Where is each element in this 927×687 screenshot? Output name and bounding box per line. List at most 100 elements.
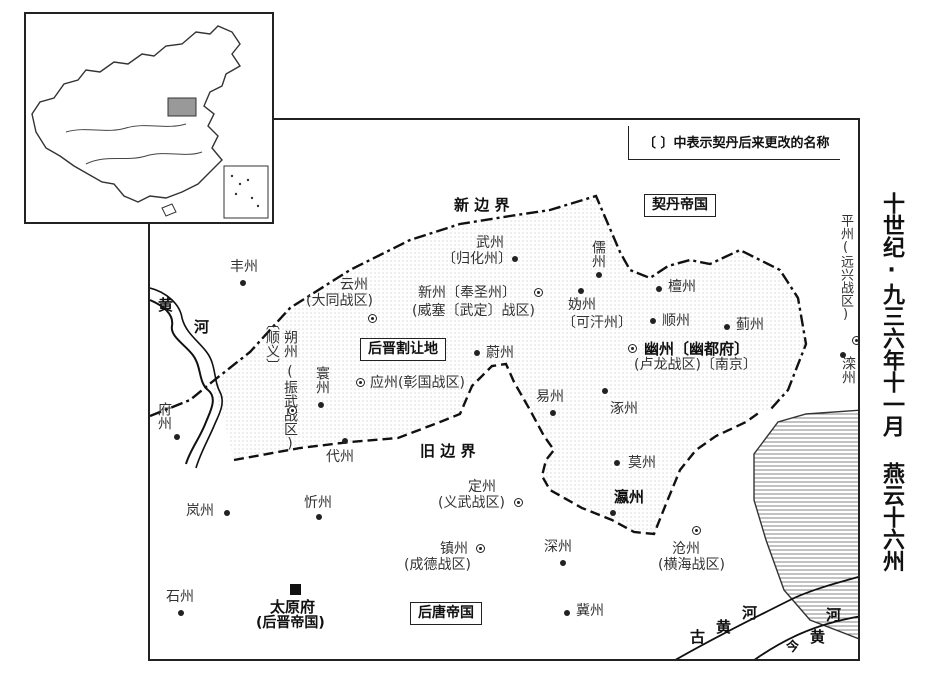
marker-taiyuan-capital — [290, 584, 301, 595]
old-river-label-gu: 古 — [690, 628, 706, 646]
place-zhuozhou: 涿州 — [610, 401, 638, 417]
place-wuzhou-alt: 〔归化州〕 — [442, 251, 512, 267]
place-jizhou: 蓟州 — [736, 317, 764, 333]
marker-yunzhou — [368, 314, 377, 323]
place-shuozhou-alt: 〔顺义〕 — [264, 316, 280, 372]
marker-fengzhou — [240, 280, 246, 286]
south-sea-inset — [223, 165, 269, 219]
place-jizhou-south: 冀州 — [576, 603, 604, 619]
marker-fuzhou — [174, 434, 180, 440]
region-houjin-ceded: 后晋割让地 — [360, 338, 446, 361]
place-xinzhou-south: 忻州 — [304, 495, 332, 511]
marker-yizhou — [550, 410, 556, 416]
place-shenzhou: 深州 — [544, 539, 572, 555]
marker-ruzhou — [596, 272, 602, 278]
marker-shunzhou — [650, 318, 656, 324]
river-label-he: 河 — [194, 318, 210, 336]
place-cangzhou-district: (横海战区) — [658, 557, 725, 573]
place-wuzhou: 武州 — [476, 235, 504, 251]
south-sea-islands — [230, 174, 260, 208]
new-border-label: 新 边 界 — [454, 196, 510, 214]
sea — [753, 409, 858, 640]
marker-luanzhou — [840, 352, 846, 358]
place-weizhou: 蔚州 — [486, 345, 514, 361]
place-huanzhou: 寰州 — [314, 366, 330, 394]
place-guizhou: 妫州 — [568, 297, 596, 313]
inset-river — [65, 123, 187, 133]
map-title: 十世纪·九三六年十一月 燕云十六州 — [879, 192, 904, 572]
legend: 〔 〕中表示契丹后来更改的名称 — [628, 126, 840, 160]
map-drawing — [150, 194, 858, 659]
place-dingzhou: 定州 — [468, 479, 496, 495]
place-yingzhou: 应州(彰国战区) — [370, 375, 465, 391]
china-outline — [31, 25, 269, 219]
river-label-huang: 黄 — [158, 296, 174, 314]
old-yellow-river — [675, 576, 858, 659]
old-river-label-he: 河 — [742, 604, 758, 622]
place-yunzhou: 云州 — [340, 277, 368, 293]
marker-yingzhou-east — [610, 510, 616, 516]
place-zhenzhou-district: (成德战区) — [404, 557, 471, 573]
place-xinzhou: 新州〔奉圣州〕 — [418, 285, 516, 301]
place-youzhou-district: (卢龙战区)〔南京〕 — [634, 357, 757, 373]
place-lanzhou: 岚州 — [186, 503, 214, 519]
marker-guizhou — [578, 288, 584, 294]
modern-river-label-he: 河 — [826, 606, 842, 624]
place-shunzhou: 顺州 — [662, 313, 690, 329]
modern-yellow-river — [754, 615, 858, 659]
place-dingzhou-district: (义武战区) — [438, 495, 505, 511]
modern-river-label-huang: 黄 — [810, 628, 826, 646]
place-yizhou: 易州 — [536, 389, 564, 405]
place-zhenzhou: 镇州 — [440, 541, 468, 557]
place-cangzhou: 沧州 — [672, 541, 700, 557]
marker-wuzhou — [512, 256, 518, 262]
place-ruzhou: 儒州 — [590, 240, 606, 268]
marker-dingzhou — [514, 498, 523, 507]
place-taiyuan: 太原府 — [270, 598, 316, 616]
place-shuozhou: 朔州 — [282, 330, 298, 358]
yellow-river-upper-bank — [150, 287, 223, 469]
marker-shuozhou — [288, 406, 297, 415]
marker-cangzhou — [692, 526, 701, 535]
place-xinzhou-district: (威塞〔武定〕战区) — [412, 303, 535, 319]
old-river-label-huang: 黄 — [716, 618, 732, 636]
region-qidan-empire: 契丹帝国 — [644, 194, 716, 217]
hainan-island — [161, 203, 177, 217]
place-yunzhou-district: (大同战区) — [306, 293, 373, 309]
inset-river-2 — [85, 151, 203, 165]
marker-youzhou — [628, 344, 637, 353]
place-mozhou: 莫州 — [628, 455, 656, 471]
marker-tanzhou — [656, 286, 662, 292]
marker-daizhou — [342, 438, 348, 444]
marker-shizhou — [178, 610, 184, 616]
marker-jizhou-south — [564, 610, 570, 616]
place-shizhou: 石州 — [166, 589, 194, 605]
region-houtang-empire: 后唐帝国 — [410, 602, 482, 625]
marker-pingzhou — [852, 336, 858, 345]
old-border-line — [233, 362, 761, 536]
marker-zhuozhou — [602, 388, 608, 394]
highlight-region — [167, 97, 197, 117]
yellow-river-upper — [150, 299, 214, 465]
new-border-line — [150, 194, 808, 418]
marker-weizhou — [474, 350, 480, 356]
china-mainland — [31, 25, 241, 203]
marker-xinzhou — [534, 288, 543, 297]
main-map: 〔 〕中表示契丹后来更改的名称 契丹帝国 后晋割让地 后唐帝国 新 边 界 旧 … — [148, 118, 860, 661]
ceded-territory — [210, 196, 806, 534]
inset-locator-map — [24, 12, 274, 224]
place-tanzhou: 檀州 — [668, 279, 696, 295]
marker-jizhou — [724, 324, 730, 330]
place-taiyuan-empire: (后晋帝国) — [256, 615, 325, 631]
place-guizhou-alt: 〔可汗州〕 — [562, 315, 632, 331]
marker-yingzhou — [356, 378, 365, 387]
place-luanzhou: 滦州 — [840, 356, 856, 384]
place-yingzhou-east: 瀛州 — [614, 488, 645, 506]
marker-lanzhou — [224, 510, 230, 516]
place-fengzhou: 丰州 — [230, 259, 258, 275]
marker-shenzhou — [560, 560, 566, 566]
place-youzhou: 幽州〔幽都府〕 — [644, 340, 750, 358]
modern-river-label-jin: 今 — [786, 640, 800, 655]
marker-huanzhou — [318, 402, 324, 408]
marker-zhenzhou — [476, 544, 485, 553]
